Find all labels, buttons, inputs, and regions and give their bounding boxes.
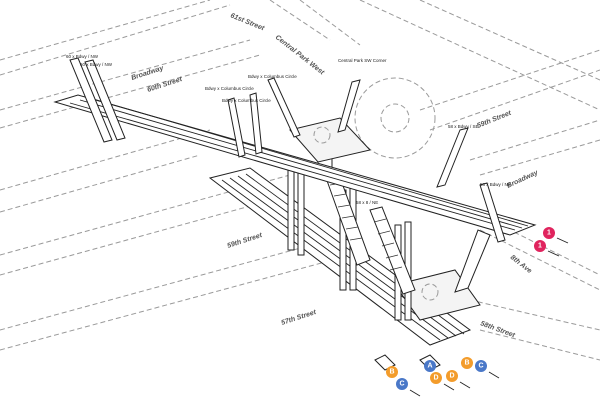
street-label-60th: 60th Street xyxy=(146,76,183,94)
entrance-label-1: 60 x Bdwy / NW xyxy=(66,54,99,59)
svg-text:D: D xyxy=(433,375,438,382)
street-label-8th-ave: 8th Ave xyxy=(509,254,533,275)
route-bullet-d-mid-right: D xyxy=(446,370,471,389)
route-bullet-1-bottom: 1 xyxy=(534,240,560,257)
lower-shafts xyxy=(324,171,491,295)
entrance-label-9: 58 x 8 / NE xyxy=(356,200,378,205)
street-grid xyxy=(0,0,600,361)
street-label-57th: 57th Street xyxy=(280,309,317,327)
route-bullet-c-left: C xyxy=(396,378,421,397)
svg-text:C: C xyxy=(478,363,483,370)
route-bullet-d-mid-left: D xyxy=(430,372,455,391)
entrance-label-7: 58 x Bdwy / SE xyxy=(448,124,479,129)
entrance-label-2: 60 x Bdwy / NW xyxy=(80,62,113,67)
svg-text:B: B xyxy=(464,360,469,367)
street-label-broadway-top: Broadway xyxy=(130,65,165,82)
entrance-label-4: Bdwy x Columbus Circle xyxy=(205,86,254,91)
svg-text:D: D xyxy=(449,373,454,380)
svg-text:B: B xyxy=(389,369,394,376)
svg-text:A: A xyxy=(427,363,432,370)
street-label-61st: 61st Street xyxy=(229,12,265,32)
svg-text:1: 1 xyxy=(538,243,542,250)
entrance-labels: 60 x Bdwy / NW 60 x Bdwy / NW Bdwy x Col… xyxy=(66,54,511,205)
route-bullet-b-right: B xyxy=(461,357,473,369)
route-bullet-b-left: B xyxy=(386,366,398,378)
route-bullets: 1 1 B C A D D xyxy=(386,227,569,397)
entrance-label-6: Central Park SW Corner xyxy=(338,58,387,63)
svg-text:C: C xyxy=(399,381,404,388)
entrance-label-8: 58 x Bdwy / NE xyxy=(480,182,511,187)
route-bullet-c-right: C xyxy=(475,360,500,379)
entrance-label-5: Bdwy x Columbus Circle xyxy=(222,98,271,103)
upper-shafts xyxy=(69,57,506,243)
svg-text:1: 1 xyxy=(547,230,551,237)
street-label-59th-left: 59th Street xyxy=(226,232,263,250)
entrance-label-3: Bdwy x Columbus Circle xyxy=(248,74,297,79)
upper-platform xyxy=(53,94,537,236)
route-bullet-a-mid: A xyxy=(424,360,436,372)
route-bullet-1-top: 1 xyxy=(543,227,569,244)
street-label-broadway-right: Broadway xyxy=(506,169,540,190)
street-label-58th: 58th Street xyxy=(479,320,516,339)
street-label-cpw: Central Park West xyxy=(274,34,326,77)
street-label-59th-right: 59th Street xyxy=(476,110,513,130)
